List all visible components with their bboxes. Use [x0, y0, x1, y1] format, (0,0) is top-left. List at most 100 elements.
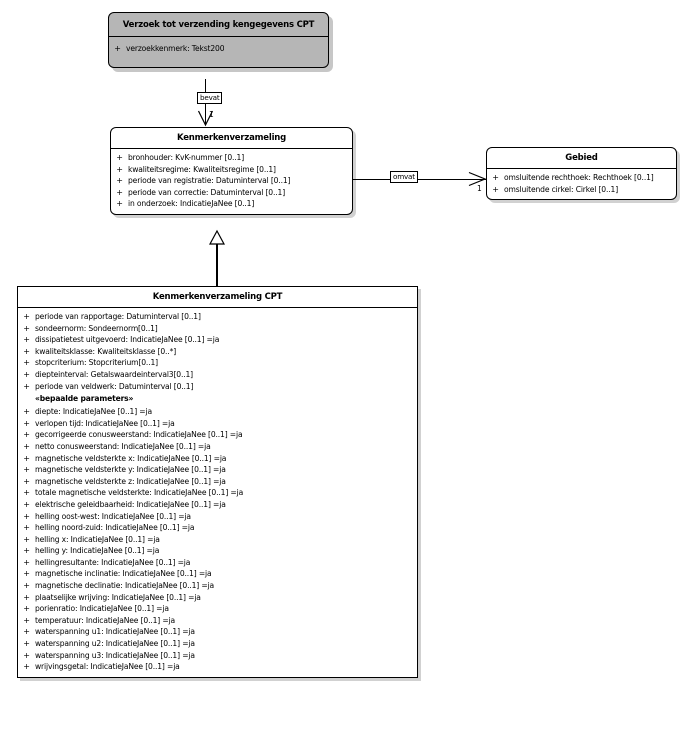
- visibility-marker: +: [23, 639, 30, 649]
- attribute-text: helling x: IndicatieJaNee [0..1] =ja: [35, 534, 160, 544]
- attribute-text: magnetische veldsterkte z: IndicatieJaNe…: [35, 476, 226, 486]
- visibility-marker: +: [23, 488, 30, 498]
- connector-bevat-multiplicity: 1: [209, 110, 214, 119]
- class-attribute: + dissipatietest uitgevoerd: IndicatieJa…: [18, 334, 417, 346]
- class-attribute-list: + bronhouder: KvK-nummer [0..1] + kwalit…: [111, 149, 352, 214]
- class-box-verzoek-tot-verzending-kengegevens-cpt[interactable]: Verzoek tot verzending kengegevens CPT +…: [108, 12, 329, 68]
- visibility-marker: +: [116, 187, 123, 197]
- visibility-marker: +: [23, 358, 30, 368]
- connector-bevat-line-upper: [205, 79, 206, 93]
- class-attribute-list: + verzoekkenmerk: Tekst200: [109, 37, 328, 67]
- attribute-text: hellingresultante: IndicatieJaNee [0..1]…: [35, 557, 191, 567]
- visibility-marker: +: [23, 476, 30, 486]
- connector-omvat-arrowhead: [468, 171, 487, 187]
- class-attribute: + bronhouder: KvK-nummer [0..1]: [111, 152, 352, 164]
- attribute-text: magnetische inclinatie: IndicatieJaNee […: [35, 569, 212, 579]
- class-attribute: + elektrische geleidbaarheid: IndicatieJ…: [18, 499, 417, 511]
- class-box-kenmerkenverzameling-cpt[interactable]: Kenmerkenverzameling CPT + periode van r…: [17, 286, 418, 678]
- class-attribute: + wrijvingsgetal: IndicatieJaNee [0..1] …: [18, 661, 417, 673]
- class-attribute: + sondeernorm: Sondeernorm[0..1]: [18, 323, 417, 335]
- attribute-text: magnetische veldsterkte y: IndicatieJaNe…: [35, 465, 226, 475]
- class-attribute: + waterspanning u2: IndicatieJaNee [0..1…: [18, 638, 417, 650]
- visibility-marker: +: [23, 511, 30, 521]
- class-attribute-list: + periode van rapportage: Datuminterval …: [18, 308, 417, 677]
- class-attribute: + magnetische veldsterkte z: IndicatieJa…: [18, 476, 417, 488]
- attribute-text: waterspanning u2: IndicatieJaNee [0..1] …: [35, 639, 195, 649]
- attribute-text: diepte: IndicatieJaNee [0..1] =ja: [35, 407, 152, 417]
- class-attribute: + temperatuur: IndicatieJaNee [0..1] =ja: [18, 615, 417, 627]
- visibility-marker: +: [23, 650, 30, 660]
- class-box-kenmerkenverzameling[interactable]: Kenmerkenverzameling + bronhouder: KvK-n…: [110, 127, 353, 215]
- attribute-text: netto conusweerstand: IndicatieJaNee [0.…: [35, 441, 211, 451]
- class-attribute: + waterspanning u3: IndicatieJaNee [0..1…: [18, 650, 417, 662]
- class-attribute: + gecorrigeerde conusweerstand: Indicati…: [18, 429, 417, 441]
- attribute-text: bronhouder: KvK-nummer [0..1]: [128, 153, 245, 162]
- connector-omvat-multiplicity: 1: [477, 184, 482, 193]
- class-title: Kenmerkenverzameling: [111, 128, 352, 149]
- attribute-text: porienratio: IndicatieJaNee [0..1] =ja: [35, 604, 169, 614]
- connector-omvat-line: [353, 179, 486, 180]
- visibility-marker: +: [116, 176, 123, 186]
- visibility-marker: +: [23, 453, 30, 463]
- attribute-text: waterspanning u1: IndicatieJaNee [0..1] …: [35, 627, 195, 637]
- class-attribute: + porienratio: IndicatieJaNee [0..1] =ja: [18, 603, 417, 615]
- class-attribute: + hellingresultante: IndicatieJaNee [0..…: [18, 557, 417, 569]
- visibility-marker: +: [23, 523, 30, 533]
- attribute-text: wrijvingsgetal: IndicatieJaNee [0..1] =j…: [35, 662, 180, 672]
- attribute-text: dissipatietest uitgevoerd: IndicatieJaNe…: [35, 335, 220, 345]
- attribute-text: diepteinterval: Getalswaardeinterval3[0.…: [35, 369, 193, 379]
- class-attribute: + magnetische declinatie: IndicatieJaNee…: [18, 580, 417, 592]
- attribute-text: temperatuur: IndicatieJaNee [0..1] =ja: [35, 615, 176, 625]
- class-attribute: + plaatselijke wrijving: IndicatieJaNee …: [18, 592, 417, 604]
- class-title: Gebied: [487, 148, 676, 169]
- connector-bevat-line-lower: [205, 104, 206, 125]
- visibility-marker: +: [23, 381, 30, 391]
- class-attribute: + magnetische veldsterkte y: IndicatieJa…: [18, 464, 417, 476]
- visibility-marker: +: [23, 499, 30, 509]
- visibility-marker: +: [23, 312, 30, 321]
- class-attribute: + omsluitende rechthoek: Rechthoek [0..1…: [487, 172, 676, 184]
- class-attribute: + totale magnetische veldsterkte: Indica…: [18, 487, 417, 499]
- class-attribute: + diepte: IndicatieJaNee [0..1] =ja: [18, 406, 417, 418]
- connector-generalization-triangle: [208, 229, 226, 245]
- attribute-text: periode van registratie: Datuminterval […: [128, 176, 291, 186]
- visibility-marker: +: [23, 569, 30, 579]
- visibility-marker: +: [23, 441, 30, 451]
- class-box-gebied[interactable]: Gebied + omsluitende rechthoek: Rechthoe…: [486, 147, 677, 201]
- attribute-text: periode van correctie: Datuminterval [0.…: [128, 187, 286, 197]
- visibility-marker: +: [23, 604, 30, 614]
- visibility-marker: +: [114, 44, 121, 53]
- class-attribute: + netto conusweerstand: IndicatieJaNee […: [18, 441, 417, 453]
- visibility-marker: +: [116, 153, 123, 162]
- visibility-marker: +: [116, 164, 123, 174]
- connector-bevat-label: bevat: [197, 92, 223, 104]
- attribute-text: kwaliteitsregime: Kwaliteitsregime [0..1…: [128, 164, 276, 174]
- class-attribute-list: + omsluitende rechthoek: Rechthoek [0..1…: [487, 169, 676, 199]
- attribute-text: periode van veldwerk: Datuminterval [0..…: [35, 381, 194, 391]
- attribute-text: verzoekkenmerk: Tekst200: [126, 44, 225, 53]
- visibility-marker: +: [23, 418, 30, 428]
- visibility-marker: +: [23, 346, 30, 356]
- attribute-text: omsluitende rechthoek: Rechthoek [0..1]: [504, 173, 654, 182]
- class-attribute: + helling noord-zuid: IndicatieJaNee [0.…: [18, 522, 417, 534]
- visibility-marker: +: [23, 557, 30, 567]
- attribute-text: in onderzoek: IndicatieJaNee [0..1]: [128, 199, 255, 209]
- attribute-text: gecorrigeerde conusweerstand: IndicatieJ…: [35, 430, 243, 440]
- visibility-marker: +: [492, 173, 499, 182]
- class-attribute: + helling y: IndicatieJaNee [0..1] =ja: [18, 545, 417, 557]
- visibility-marker: +: [492, 184, 499, 194]
- attribute-text: elektrische geleidbaarheid: IndicatieJaN…: [35, 499, 226, 509]
- class-attribute: + stopcriterium: Stopcriterium[0..1]: [18, 357, 417, 369]
- attribute-text: plaatselijke wrijving: IndicatieJaNee [0…: [35, 592, 201, 602]
- class-attribute: + verlopen tijd: IndicatieJaNee [0..1] =…: [18, 418, 417, 430]
- class-attribute: + magnetische veldsterkte x: IndicatieJa…: [18, 453, 417, 465]
- visibility-marker: +: [23, 430, 30, 440]
- attribute-text: sondeernorm: Sondeernorm[0..1]: [35, 323, 158, 333]
- visibility-marker: +: [23, 335, 30, 345]
- visibility-marker: +: [23, 465, 30, 475]
- attribute-group-stereotype: «bepaalde parameters»: [18, 392, 417, 406]
- class-title: Verzoek tot verzending kengegevens CPT: [109, 13, 328, 37]
- visibility-marker: +: [23, 627, 30, 637]
- attribute-text: waterspanning u3: IndicatieJaNee [0..1] …: [35, 650, 195, 660]
